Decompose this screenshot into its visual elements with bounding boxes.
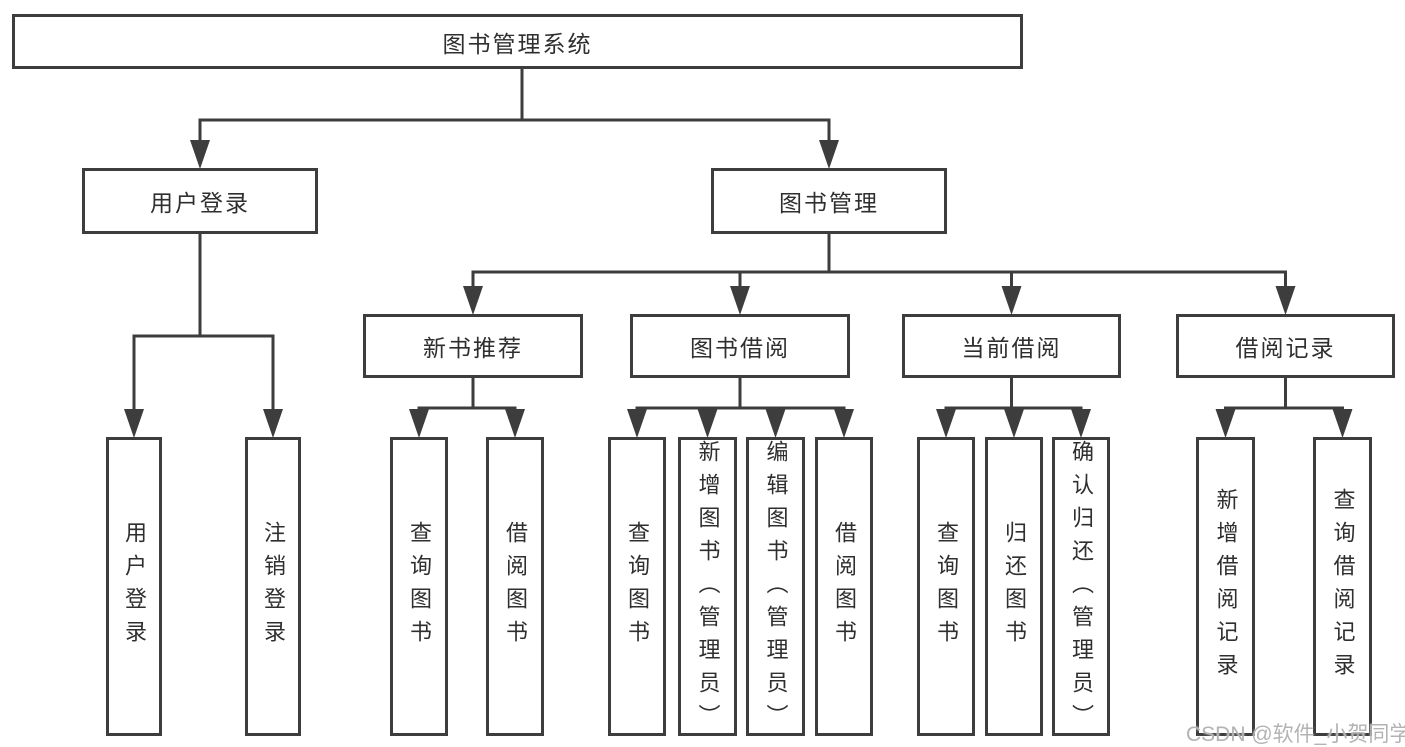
arrowhead-icon (765, 409, 786, 438)
watermark: CSDN @软件_小贺同学 (1186, 723, 1405, 746)
leaf-cb-confirm-return-admin: 确认归还（管理员） (1052, 437, 1110, 737)
leaf-bb-add-books-admin: 新增图书（管理员） (678, 437, 737, 737)
node-label: 当前借阅 (961, 335, 1062, 361)
leaf-nbr-query-books: 查询图书 (390, 437, 448, 736)
arrowhead-icon (124, 409, 144, 438)
leaf-bb-borrow-books: 借阅图书 (815, 437, 873, 736)
arrowhead-icon (263, 409, 283, 438)
node-current-borrowing: 当前借阅 (902, 314, 1121, 378)
node-label: 图书管理系统 (442, 30, 593, 57)
connector-group (124, 234, 283, 438)
node-user-login: 用户登录 (82, 168, 318, 234)
leaf-logout: 注销登录 (245, 437, 301, 736)
node-label: 图书管理 (779, 190, 879, 216)
node-label: 编辑图书（管理员） (763, 440, 789, 737)
arrowhead-icon (1332, 409, 1353, 438)
connector-group (627, 378, 854, 438)
arrowhead-icon (505, 409, 525, 438)
node-label: 借阅图书 (503, 520, 528, 653)
node-label: 图书借阅 (690, 335, 790, 361)
arrowhead-icon (627, 409, 647, 438)
arrowhead-icon (834, 409, 854, 438)
node-book-borrowing: 图书借阅 (630, 314, 850, 378)
arrowhead-icon (1215, 409, 1236, 438)
arrowhead-icon (409, 409, 429, 438)
node-label: 借阅图书 (832, 520, 857, 653)
node-label: 新书推荐 (423, 335, 523, 361)
leaf-br-query-record: 查询借阅记录 (1313, 437, 1372, 736)
arrowhead-icon (819, 140, 839, 169)
leaf-bb-edit-books-admin: 编辑图书（管理员） (746, 437, 805, 737)
connector-group (936, 378, 1091, 438)
node-label: 新增图书（管理员） (695, 440, 721, 737)
node-label: 归还图书 (1002, 520, 1027, 653)
node-root-library-management-system: 图书管理系统 (12, 14, 1023, 69)
leaf-nbr-borrow-books: 借阅图书 (486, 437, 544, 736)
leaf-cb-query-books: 查询图书 (917, 437, 975, 736)
connector-group (1215, 378, 1353, 438)
node-borrow-records: 借阅记录 (1176, 314, 1395, 378)
node-label: 注销登录 (261, 520, 286, 653)
connector-group (463, 234, 1296, 315)
leaf-br-add-record: 新增借阅记录 (1196, 437, 1255, 736)
node-label: 查询图书 (625, 520, 650, 653)
arrowhead-icon (936, 409, 956, 438)
arrowhead-icon (190, 140, 210, 169)
node-new-book-recommend: 新书推荐 (363, 314, 583, 378)
node-label: 查询图书 (407, 520, 432, 653)
node-label: 用户登录 (150, 190, 250, 216)
node-label: 借阅记录 (1235, 335, 1336, 361)
arrowhead-icon (697, 409, 718, 438)
arrowhead-icon (1001, 286, 1022, 315)
arrowhead-icon (1071, 409, 1091, 438)
leaf-cb-return-books: 归还图书 (985, 437, 1043, 736)
arrowhead-icon (1275, 286, 1296, 315)
node-label: 新增借阅记录 (1213, 487, 1239, 686)
node-label: 用户登录 (122, 520, 147, 653)
arrowhead-icon (463, 286, 483, 315)
arrowhead-icon (1004, 409, 1024, 438)
connector-group (190, 69, 839, 169)
node-book-management: 图书管理 (711, 168, 947, 234)
arrowhead-icon (730, 286, 750, 315)
node-label: 查询图书 (934, 520, 959, 653)
node-label: 确认归还（管理员） (1069, 440, 1094, 737)
node-label: 查询借阅记录 (1330, 487, 1356, 686)
connector-group (409, 378, 525, 438)
leaf-bb-query-books: 查询图书 (608, 437, 666, 736)
leaf-user-login: 用户登录 (106, 437, 162, 736)
